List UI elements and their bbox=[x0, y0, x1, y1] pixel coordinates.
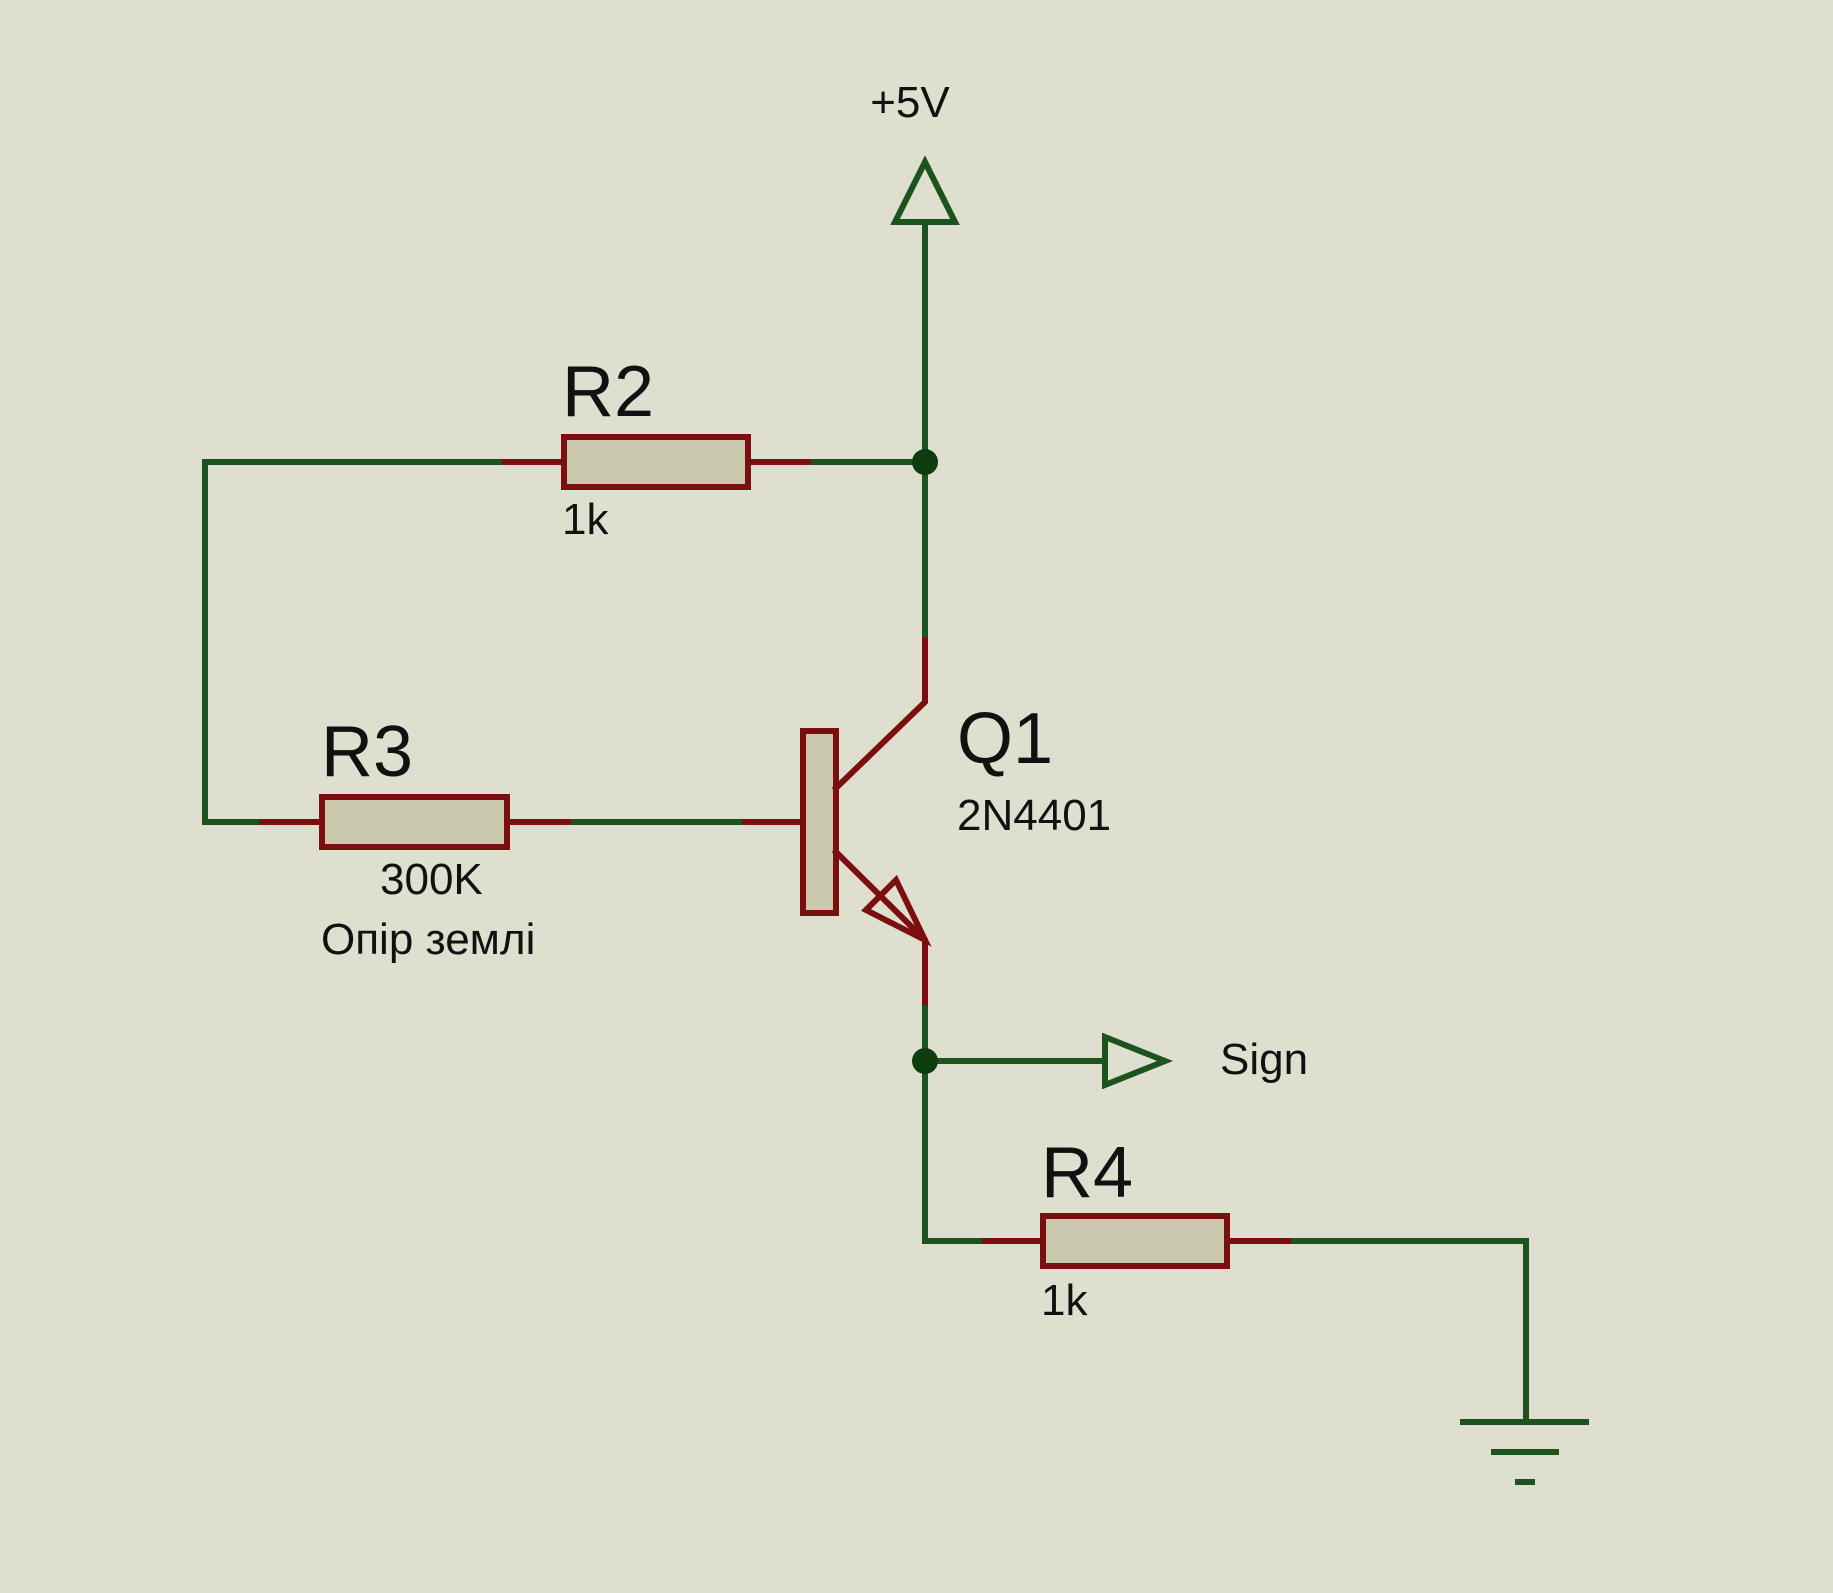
junction-dot-emitter bbox=[912, 1048, 938, 1074]
wire-r4-to-ground bbox=[1285, 1238, 1529, 1425]
r2-body bbox=[561, 434, 751, 490]
wire-r2-left-loop bbox=[202, 459, 508, 825]
r4-value: 1k bbox=[1041, 1276, 1088, 1325]
r3-body bbox=[319, 794, 510, 850]
r2-ref: R2 bbox=[562, 352, 654, 432]
power-arrow-icon bbox=[890, 155, 960, 225]
q1-base-bar bbox=[800, 728, 839, 916]
ground-symbol[interactable] bbox=[1460, 1419, 1589, 1485]
r2-value: 1k bbox=[562, 495, 609, 544]
junction-dot-vcc bbox=[912, 449, 938, 475]
resistor-r3[interactable]: R3 300K Опір землі bbox=[259, 712, 571, 964]
output-arrow-icon bbox=[1102, 1032, 1174, 1090]
resistor-r2[interactable]: R2 1k bbox=[502, 352, 811, 544]
r3-note: Опір землі bbox=[321, 915, 535, 964]
output-terminal-sign[interactable]: Sign bbox=[1102, 1032, 1308, 1090]
r3-value: 300K bbox=[380, 855, 483, 904]
q1-emitter-pin bbox=[831, 847, 928, 1005]
wires bbox=[202, 219, 1529, 1425]
power-terminal-5v[interactable]: +5V bbox=[870, 78, 960, 225]
transistor-q1[interactable]: Q1 2N4401 bbox=[742, 637, 1111, 1005]
r4-body bbox=[1040, 1213, 1230, 1269]
emitter-arrow-icon bbox=[860, 874, 932, 947]
power-label: +5V bbox=[870, 78, 950, 127]
resistor-r4[interactable]: R4 1k bbox=[982, 1133, 1291, 1325]
output-label: Sign bbox=[1220, 1035, 1308, 1084]
r4-ref: R4 bbox=[1041, 1133, 1133, 1213]
q1-collector-pin bbox=[831, 637, 928, 793]
q1-ref: Q1 bbox=[957, 699, 1053, 779]
q1-part: 2N4401 bbox=[957, 791, 1111, 840]
wire-emitter-to-r4 bbox=[922, 999, 988, 1244]
r3-ref: R3 bbox=[321, 712, 413, 792]
